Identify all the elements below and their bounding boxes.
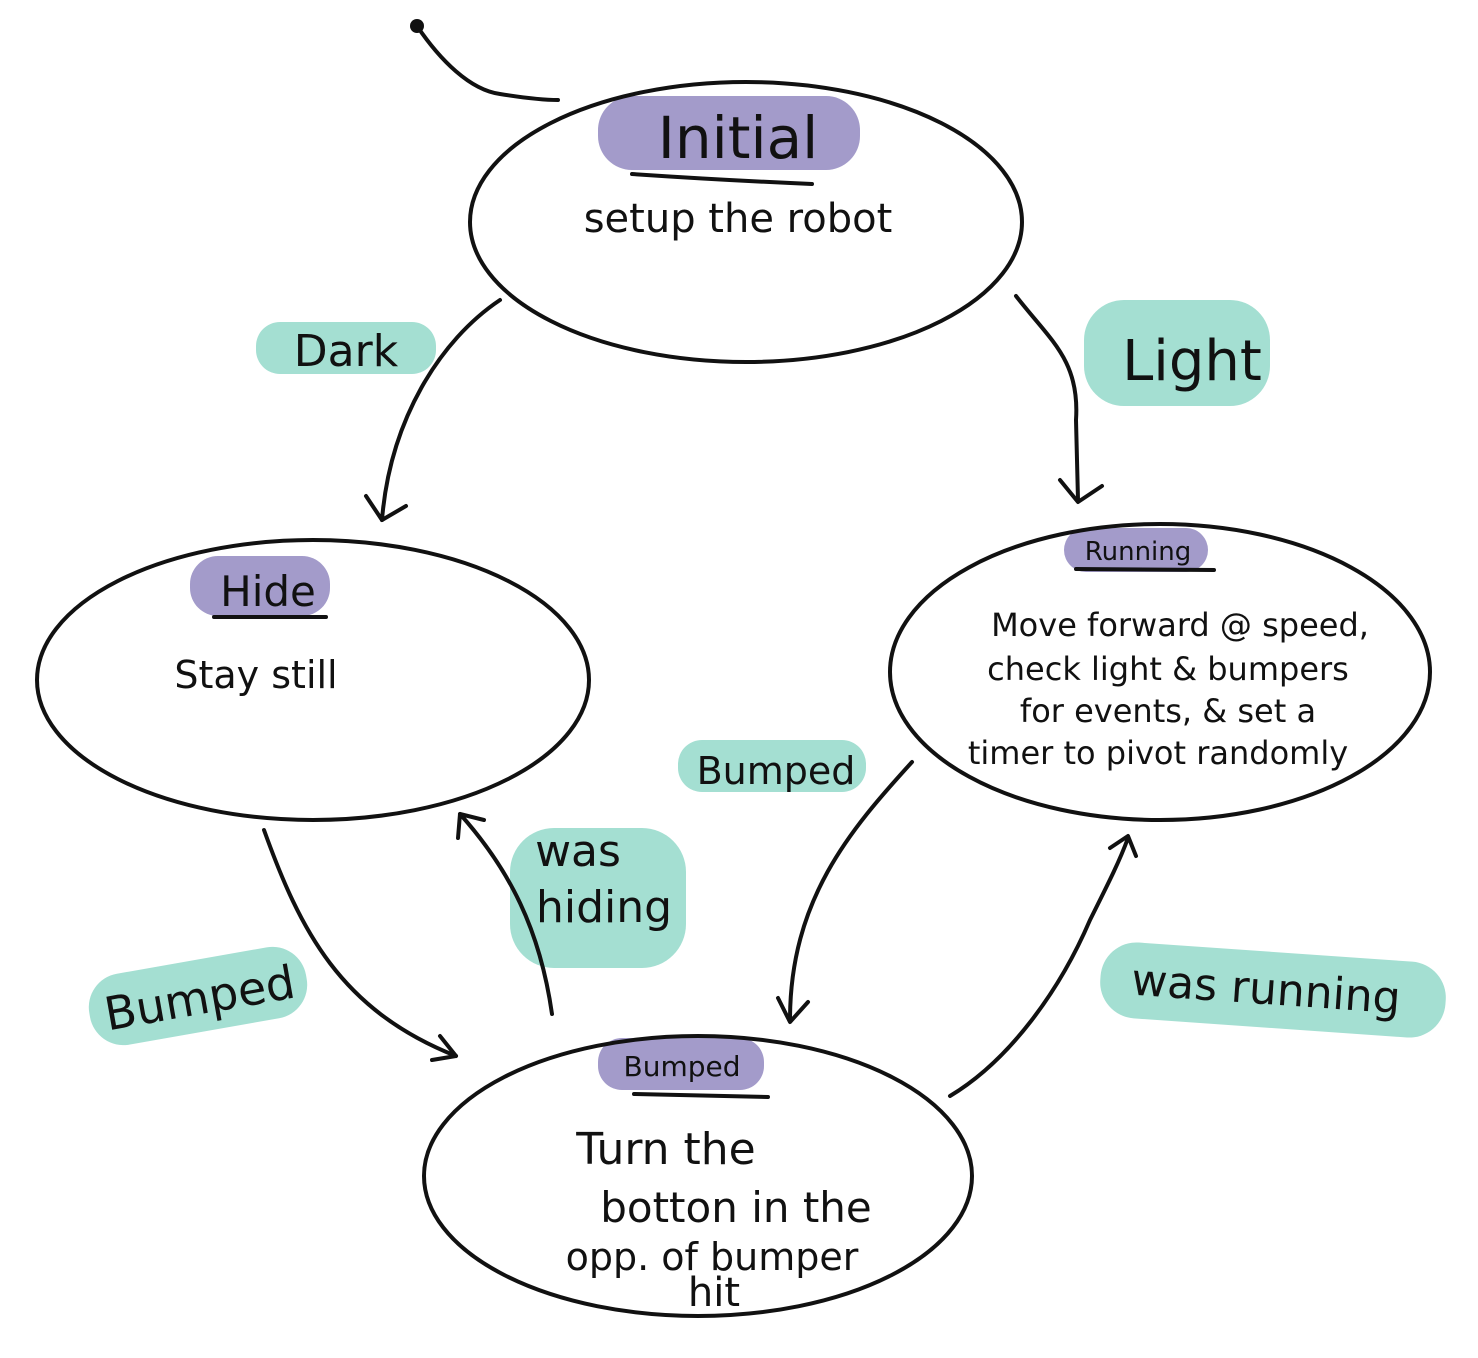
state-running: [888, 522, 1432, 822]
arrowhead-hide-to-bumped: [430, 1034, 458, 1062]
bumped-title: Bumped: [623, 1050, 740, 1083]
initial-body-line-1: setup the robot: [584, 196, 893, 242]
running-body-line-4: timer to pivot randomly: [968, 734, 1348, 772]
running-body-line-2: check light & bumpers: [987, 650, 1349, 688]
arrowhead-initial-to-hide: [364, 494, 408, 522]
arrowhead-bumped-to-hide: [456, 812, 486, 840]
bumped-title-highlight: [598, 1038, 764, 1090]
running-title-underline: [1074, 567, 1216, 572]
dark-label-highlight: [256, 322, 436, 374]
arrow-initial-to-running: [1014, 294, 1080, 502]
bumped-hide-label-highlight: [88, 946, 308, 1046]
arrowhead-initial-to-running: [1058, 478, 1104, 504]
initial-title-underline: [630, 172, 814, 186]
state-initial: [468, 80, 1024, 364]
bumped-title-underline: [632, 1092, 770, 1099]
bumped-body-line-2: botton in the: [600, 1183, 872, 1232]
hide-title: Hide: [220, 567, 316, 616]
label-bumped-running: Bumped: [697, 749, 856, 793]
label-light: Light: [1122, 329, 1262, 394]
arrow-initial-to-hide: [380, 298, 502, 522]
arrow-hide-to-bumped: [262, 828, 458, 1058]
state-bumped: [422, 1034, 974, 1318]
arrow-running-to-bumped: [788, 760, 914, 1022]
bumped-running-label-highlight: [678, 740, 866, 792]
label-was-hiding-line-1: was: [535, 826, 621, 877]
running-body-line-1: Move forward @ speed,: [991, 606, 1369, 644]
initial-title-highlight: [598, 96, 860, 170]
arrowhead-running-to-bumped: [776, 996, 810, 1024]
hide-title-highlight: [190, 556, 330, 616]
label-was-hiding-line-2: hiding: [536, 882, 672, 933]
initial-title: Initial: [658, 104, 819, 172]
running-body-line-3: for events, & set a: [1020, 692, 1316, 730]
start-arrow: [415, 24, 560, 102]
was-running-label-highlight: [1100, 942, 1446, 1038]
hide-body-line-1: Stay still: [174, 653, 337, 697]
running-title: Running: [1085, 537, 1192, 567]
bumped-body-line-1: Turn the: [575, 1124, 755, 1175]
was-hiding-label-highlight: [510, 828, 686, 968]
state-hide: [35, 538, 591, 822]
arrow-bumped-to-running: [948, 836, 1130, 1098]
running-title-highlight: [1064, 528, 1208, 572]
label-dark: Dark: [294, 326, 399, 377]
bumped-body-line-3: opp. of bumper: [566, 1235, 859, 1279]
arrow-bumped-to-hide: [458, 812, 554, 1016]
bumped-body-line-4: hit: [688, 1270, 740, 1316]
light-label-highlight: [1084, 300, 1270, 406]
arrowhead-bumped-to-running: [1108, 834, 1138, 858]
